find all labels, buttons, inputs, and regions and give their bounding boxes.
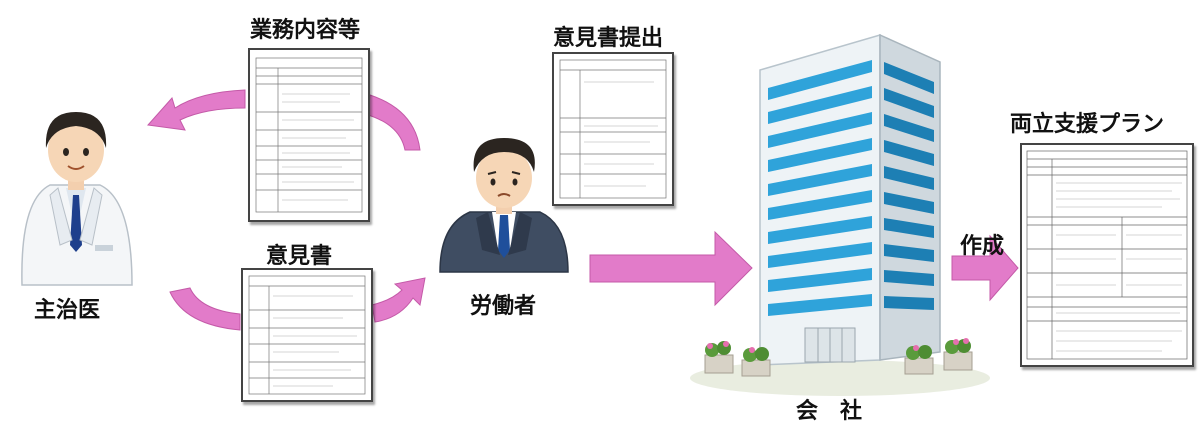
work-content-document bbox=[248, 48, 370, 222]
document-icon bbox=[559, 59, 667, 199]
opinion-submit-document bbox=[552, 52, 674, 206]
arrow-opinion-to-worker bbox=[371, 277, 426, 323]
label-plan: 両立支援プラン bbox=[1010, 112, 1165, 137]
document-icon bbox=[255, 57, 363, 213]
label-doctor: 主治医 bbox=[34, 298, 101, 323]
arrow-company-to-plan bbox=[951, 234, 1019, 302]
worker-icon bbox=[439, 138, 569, 273]
doctor-icon bbox=[21, 112, 133, 286]
building-icon bbox=[690, 33, 990, 396]
label-create: 作成 bbox=[960, 234, 1005, 259]
arrow-worker-to-company bbox=[589, 230, 753, 307]
label-opinion: 意見書 bbox=[266, 244, 333, 269]
arrow-doctor-to-opinion bbox=[169, 287, 241, 331]
arrow-from-worker-top bbox=[367, 94, 421, 151]
label-company: 会 社 bbox=[796, 399, 863, 424]
arrow-to-doctor bbox=[147, 89, 246, 131]
label-work-content: 業務内容等 bbox=[250, 18, 361, 43]
document-icon bbox=[1026, 150, 1188, 360]
opinion-document bbox=[241, 268, 373, 402]
label-worker: 労働者 bbox=[470, 294, 537, 319]
document-icon bbox=[248, 275, 366, 395]
plan-document bbox=[1020, 143, 1194, 367]
label-opinion-submit: 意見書提出 bbox=[553, 26, 664, 51]
